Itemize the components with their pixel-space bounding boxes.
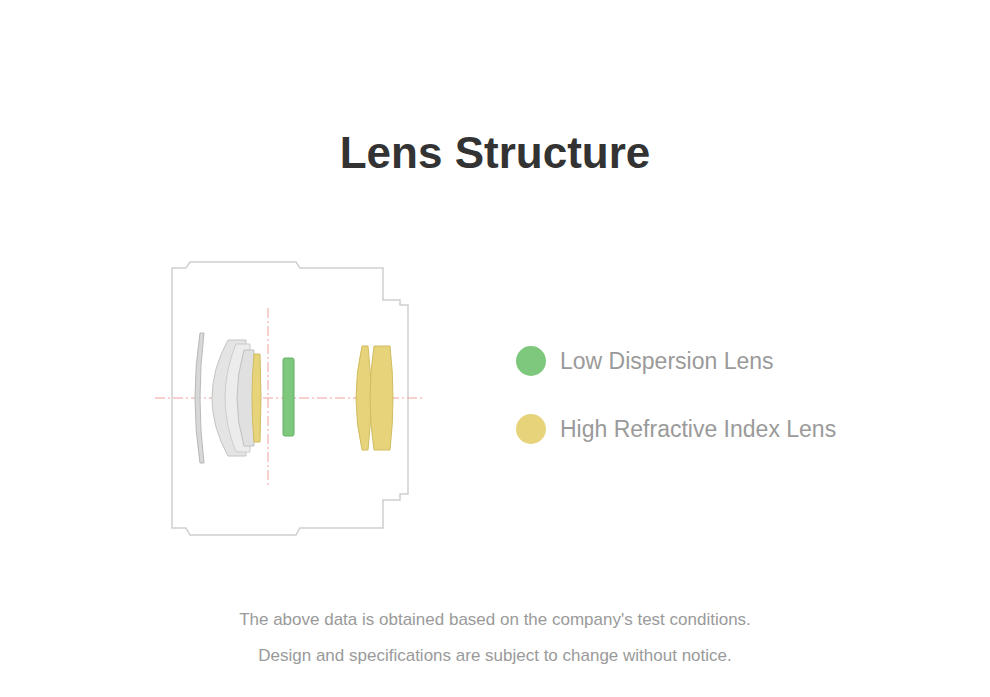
aperture-plane: [268, 308, 269, 488]
legend-swatch: [516, 414, 546, 444]
high-index-element: [356, 346, 371, 450]
legend-swatch: [516, 346, 546, 376]
legend-text: Low Dispersion Lens: [560, 348, 774, 375]
legend-text: High Refractive Index Lens: [560, 416, 836, 443]
title: Lens Structure: [0, 128, 990, 178]
grey-element: [237, 350, 254, 446]
high-index-element: [252, 354, 261, 442]
footnote: The above data is obtained based on the …: [0, 610, 990, 630]
high-index-element: [370, 346, 393, 450]
lens-housing: [172, 262, 408, 535]
footnote: Design and specifications are subject to…: [0, 646, 990, 666]
front-element: [195, 333, 204, 463]
low-dispersion-element: [283, 358, 294, 436]
